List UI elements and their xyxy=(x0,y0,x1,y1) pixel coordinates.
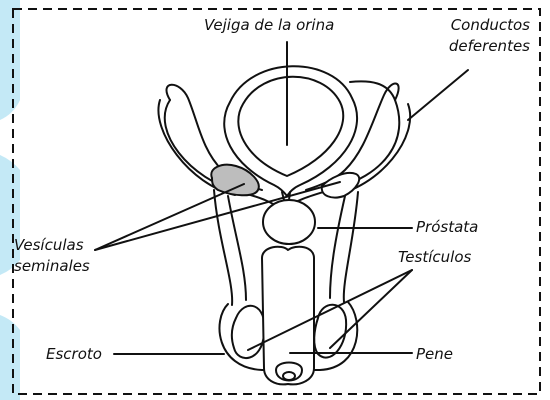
label-vas-deferens: Conductos deferentes xyxy=(420,16,530,55)
label-seminal-vesicles-line2: seminales xyxy=(14,257,90,275)
label-vas-deferens-line2: deferentes xyxy=(420,37,530,55)
right-spermatic-cord-outer xyxy=(344,192,358,302)
label-bladder: Vejiga de la orina xyxy=(204,16,334,34)
right-spermatic-cord xyxy=(330,196,345,298)
label-testicles: Testículos xyxy=(398,248,471,266)
label-vas-deferens-line1: Conductos xyxy=(420,16,530,34)
leader-vas-deferens xyxy=(408,70,468,120)
bladder-inner-wall xyxy=(238,77,343,176)
left-seminal-vesicle xyxy=(211,165,258,196)
prostate-gland xyxy=(263,200,315,244)
label-seminal-vesicles-line1: Vesículas xyxy=(14,236,90,254)
label-prostate: Próstata xyxy=(416,218,478,236)
label-scrotum: Escroto xyxy=(46,345,102,363)
label-penis: Pene xyxy=(416,345,453,363)
label-seminal-vesicles: Vesículas seminales xyxy=(14,236,90,275)
right-testicle xyxy=(314,305,346,358)
